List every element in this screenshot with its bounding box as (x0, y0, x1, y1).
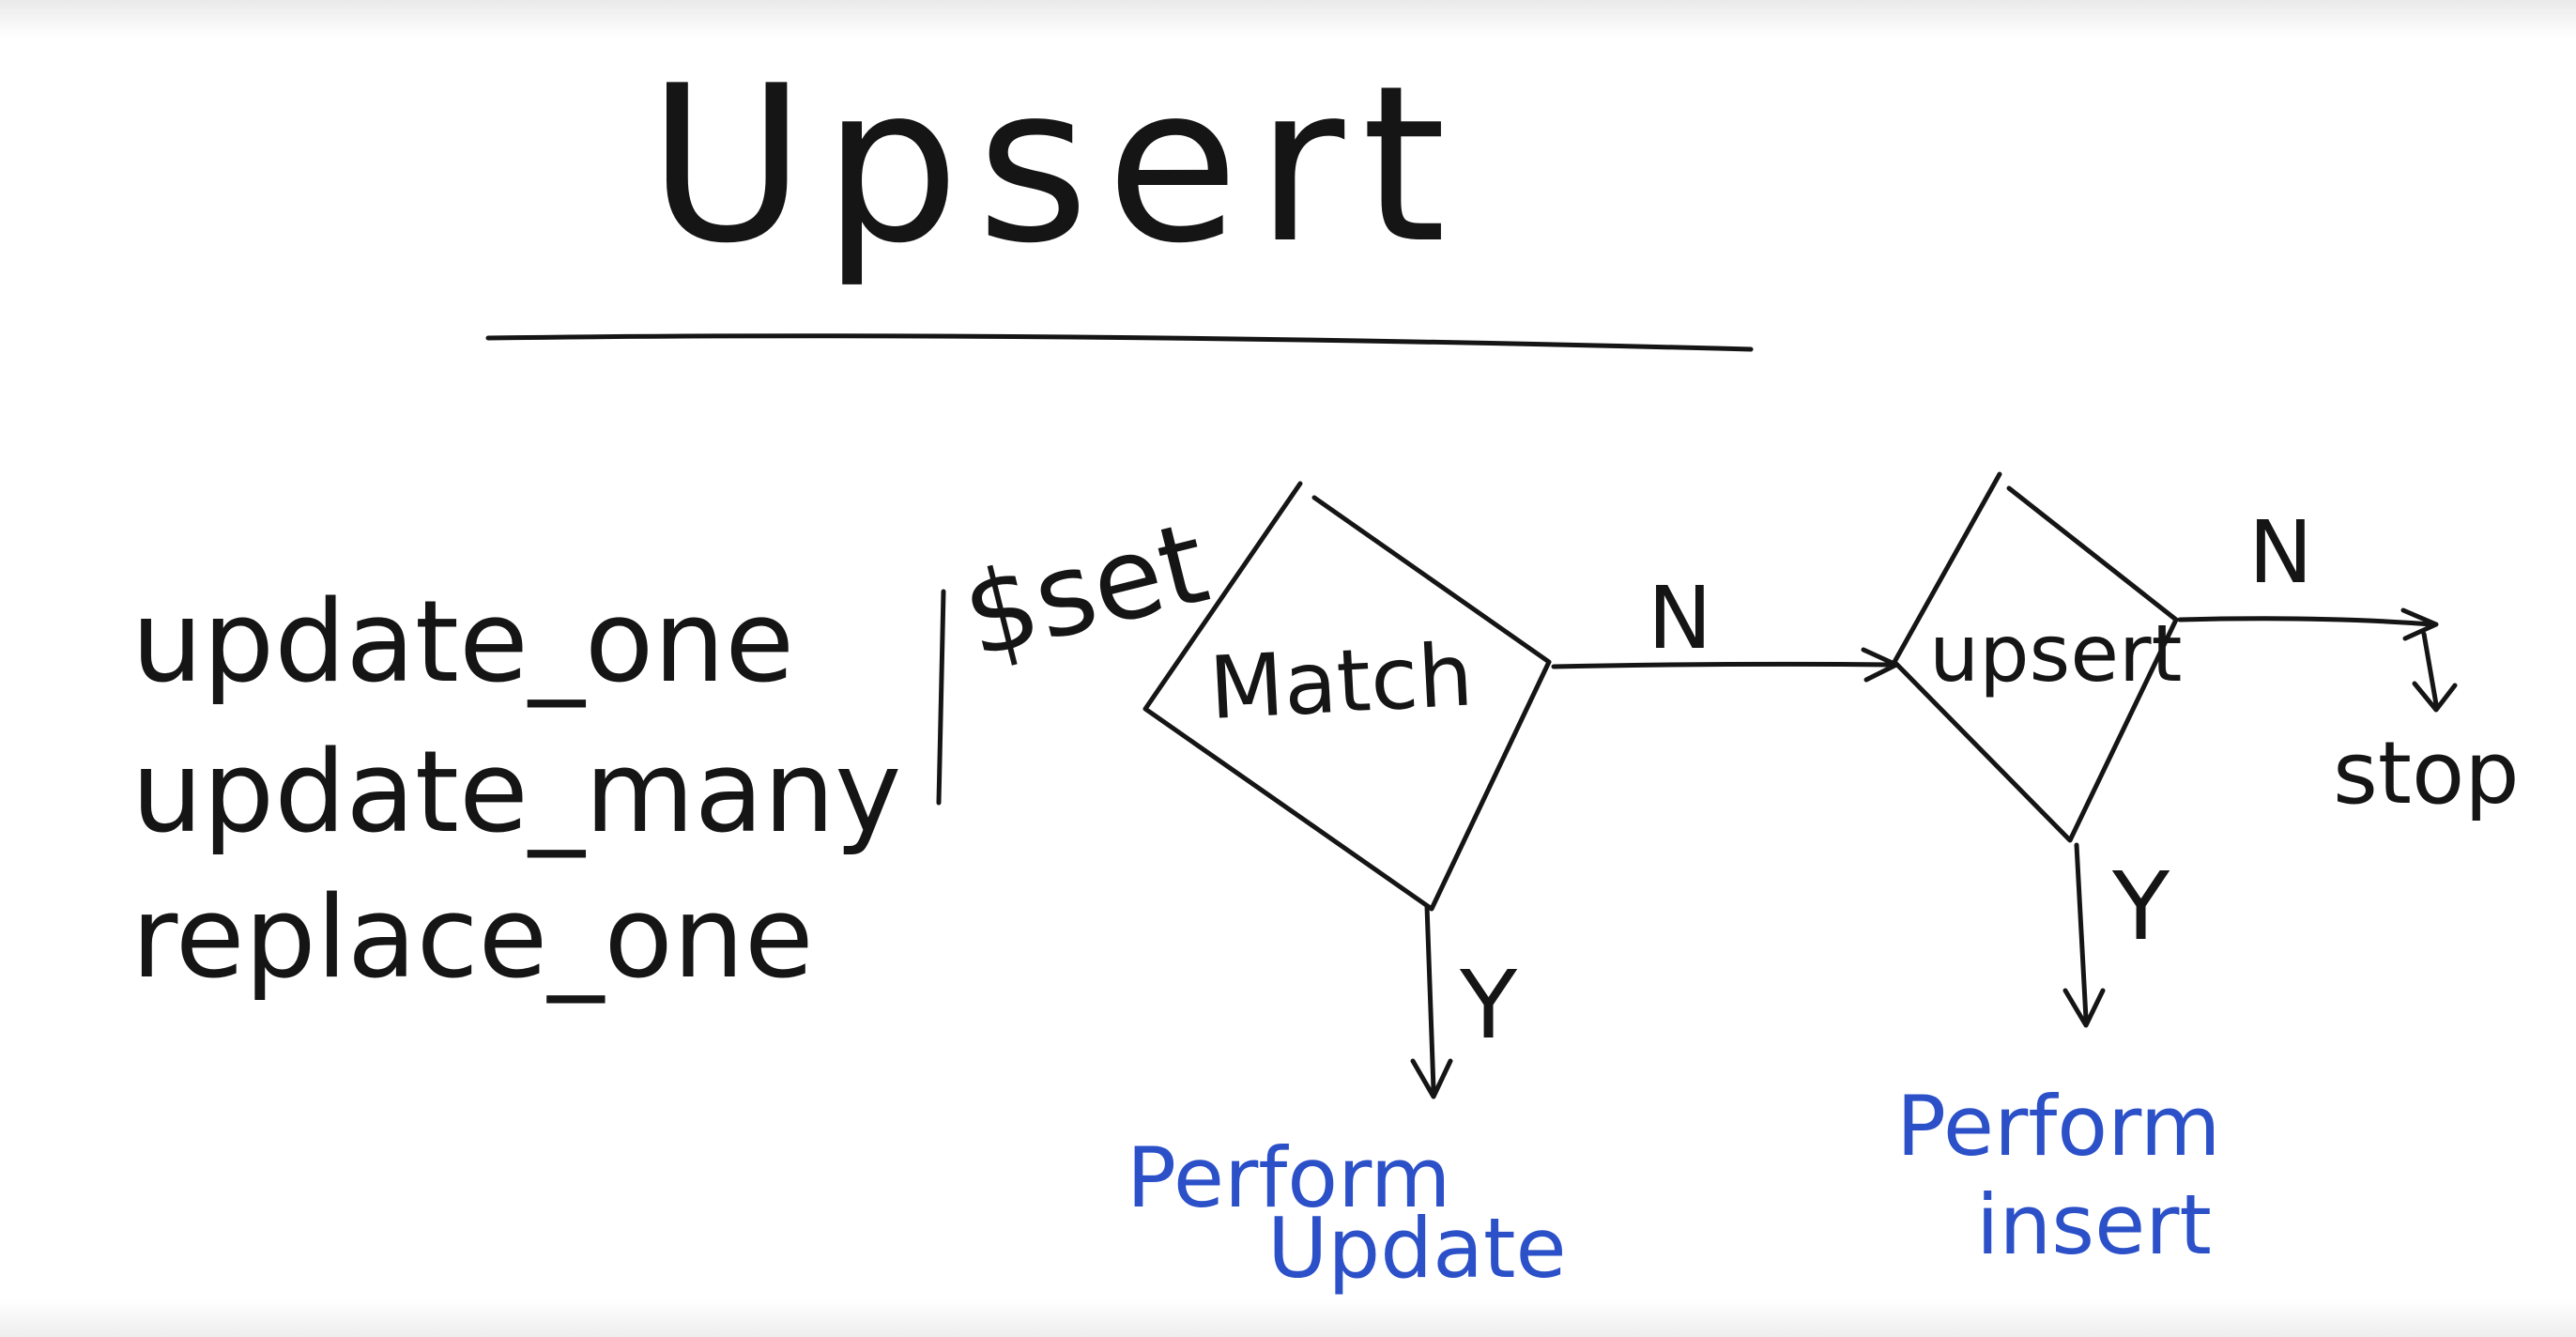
match-diamond (1142, 481, 1552, 912)
upsert-no-label: N (2248, 502, 2313, 603)
upsert-diamond (1892, 471, 2179, 843)
perform-insert-line2: insert (1976, 1176, 2212, 1273)
upsert-label: upsert (1929, 607, 2182, 699)
match-yes-label: Y (1459, 950, 1518, 1060)
method-separator (936, 589, 946, 806)
title-underline (485, 333, 1754, 352)
page-title: Upsert (648, 40, 1463, 291)
match-label: Match (1207, 624, 1476, 739)
match-no-arrow (1551, 647, 1899, 683)
match-no-label: N (1648, 568, 1712, 668)
method-replace-one: replace_one (131, 873, 814, 1004)
method-update-one: update_one (131, 577, 794, 708)
stop-label: stop (2333, 723, 2520, 823)
match-yes-arrow (1410, 903, 1453, 1099)
upsert-no-arrow (2177, 607, 2458, 713)
perform-insert-line1: Perform (1896, 1078, 2220, 1175)
upsert-yes-arrow (2062, 842, 2106, 1028)
upsert-yes-label: Y (2111, 852, 2170, 961)
perform-update-line2: Update (1267, 1200, 1567, 1297)
perform-update-line1: Perform (1127, 1130, 1450, 1226)
method-update-many: update_many (131, 728, 901, 858)
